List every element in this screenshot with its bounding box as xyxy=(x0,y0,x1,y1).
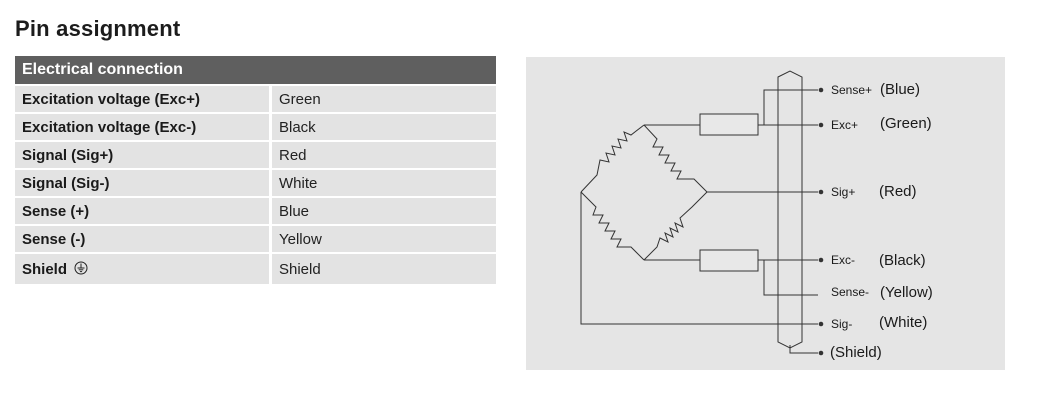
earth-ground-icon xyxy=(74,261,88,274)
terminal-wire-label: (Yellow) xyxy=(880,284,933,301)
table-row: Excitation voltage (Exc+) Green xyxy=(15,84,496,112)
wire-color-cell: Yellow xyxy=(272,224,496,252)
terminal-wire-label: (Red) xyxy=(879,183,917,200)
bridge-resistor xyxy=(580,124,645,193)
terminal-pin-label: Sense- xyxy=(831,285,869,299)
signal-cell: Excitation voltage (Exc+) xyxy=(15,84,272,112)
signal-cell: Excitation voltage (Exc-) xyxy=(15,112,272,140)
terminal-pin-label: Sig+ xyxy=(831,185,855,199)
terminal-pin-label: Exc- xyxy=(831,253,855,267)
signal-label: Shield xyxy=(22,260,68,278)
page-title: Pin assignment xyxy=(15,16,181,41)
signal-cell: Signal (Sig-) xyxy=(15,168,272,196)
table-row: Signal (Sig+) Red xyxy=(15,140,496,168)
terminal-wire-label: (Green) xyxy=(880,115,932,132)
table-row: Shield Shield xyxy=(15,252,496,284)
terminal-wire-label: (White) xyxy=(879,314,927,331)
table-row: Sense (+) Blue xyxy=(15,196,496,224)
terminal-wire-label: (Shield) xyxy=(830,344,882,361)
pin-assignment-table: Electrical connection Excitation voltage… xyxy=(15,56,496,284)
terminal-wire-label: (Black) xyxy=(879,252,926,269)
signal-cell: Signal (Sig+) xyxy=(15,140,272,168)
cable-sheath xyxy=(777,70,803,349)
wire-color-cell: White xyxy=(272,168,496,196)
signal-cell: Sense (-) xyxy=(15,224,272,252)
table-row: Excitation voltage (Exc-) Black xyxy=(15,112,496,140)
signal-cell: Shield xyxy=(15,252,272,284)
wiring-schematic: Sense+ (Blue) Exc+ (Green) Sig+ (Red) Ex… xyxy=(580,70,933,361)
bridge-resistor xyxy=(643,191,708,261)
wiring-diagram: Sense+ (Blue) Exc+ (Green) Sig+ (Red) Ex… xyxy=(526,57,1005,370)
table-row: Sense (-) Yellow xyxy=(15,224,496,252)
wire-color-cell: Green xyxy=(272,84,496,112)
wire-color-cell: Red xyxy=(272,140,496,168)
table-header: Electrical connection xyxy=(15,56,496,84)
wire-color-cell: Shield xyxy=(272,252,496,284)
terminal-pin-label: Exc+ xyxy=(831,118,858,132)
wire-color-cell: Black xyxy=(272,112,496,140)
terminal-pin-label: Sense+ xyxy=(831,83,872,97)
bridge-resistor xyxy=(580,191,645,261)
wire-color-cell: Blue xyxy=(272,196,496,224)
signal-cell: Sense (+) xyxy=(15,196,272,224)
terminal-pin-label: Sig- xyxy=(831,317,852,331)
compensation-resistor xyxy=(699,113,759,136)
bridge-resistor xyxy=(643,124,708,193)
compensation-resistor xyxy=(699,249,759,272)
table-row: Signal (Sig-) White xyxy=(15,168,496,196)
terminal-wire-label: (Blue) xyxy=(880,81,920,98)
